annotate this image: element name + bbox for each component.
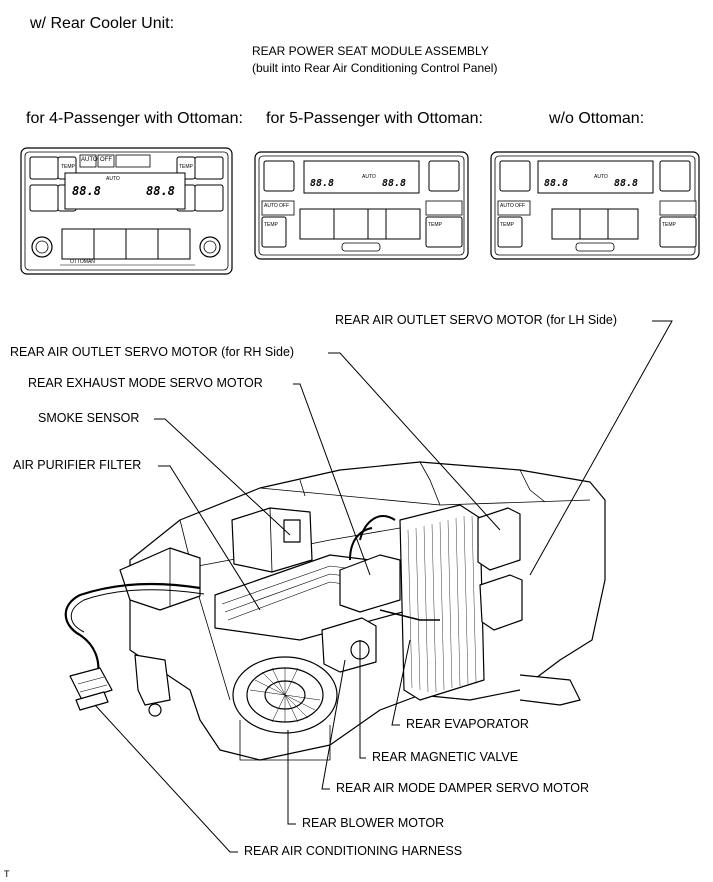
callout-evaporator: REAR EVAPORATOR	[406, 717, 529, 731]
callout-exhaust-servo: REAR EXHAUST MODE SERVO MOTOR	[28, 376, 263, 390]
assembly-note: (built into Rear Air Conditioning Contro…	[252, 61, 498, 75]
lcd-auto: AUTO	[106, 176, 120, 182]
control-panel-5-passenger: AUTO OFF TEMP TEMP 88.8 88.8 AUTO	[254, 151, 469, 260]
control-panel-4-passenger: AUTO OFF TEMP TEMP 88.8 88.8 AUTO OTTOMA…	[20, 147, 233, 275]
lcd-temp-right: 88.8	[382, 178, 407, 189]
panel-outline	[490, 151, 700, 260]
callout-blower-motor: REAR BLOWER MOTOR	[302, 816, 445, 830]
callout-air-filter: AIR PURIFIER FILTER	[13, 458, 142, 472]
leader-magnetic-valve	[359, 640, 366, 759]
lcd-temp-right: 88.8	[146, 184, 175, 198]
diagram-title: w/ Rear Cooler Unit:	[30, 15, 175, 32]
temp-label-right: TEMP	[179, 164, 193, 170]
auto-button[interactable]: AUTO	[500, 203, 514, 209]
callout-mode-damper-servo: REAR AIR MODE DAMPER SERVO MOTOR	[336, 781, 590, 795]
panel-caption-no-ottoman: w/o Ottoman:	[549, 110, 645, 127]
temp-label-left: TEMP	[61, 164, 75, 170]
lcd-auto: AUTO	[362, 174, 376, 180]
temp-label-right: TEMP	[662, 222, 676, 228]
panel-outline	[20, 147, 233, 275]
lcd-temp-left: 88.8	[544, 178, 569, 189]
ottoman-label: OTTOMAN	[70, 259, 95, 265]
callout-magnetic-valve: REAR MAGNETIC VALVE	[372, 750, 519, 764]
control-panel-no-ottoman: AUTO OFF TEMP TEMP 88.8 88.8 AUTO	[490, 151, 700, 260]
lcd-temp-left: 88.8	[310, 178, 335, 189]
off-button[interactable]: OFF	[279, 203, 289, 209]
auto-button[interactable]: AUTO	[264, 203, 278, 209]
leader-smoke-sensor	[154, 418, 291, 536]
off-button[interactable]: OFF	[515, 203, 525, 209]
callout-smoke-sensor: SMOKE SENSOR	[38, 411, 140, 425]
temp-label-left: TEMP	[264, 222, 278, 228]
off-button[interactable]: OFF	[100, 157, 112, 163]
leader-mode-damper-servo	[321, 659, 346, 790]
footer-mark: T	[4, 869, 10, 879]
leader-ac-harness	[94, 704, 238, 853]
panel-caption-4-passenger: for 4-Passenger with Ottoman:	[26, 110, 243, 127]
lcd-auto: AUTO	[594, 174, 608, 180]
leader-outlet-servo-lh	[529, 320, 673, 576]
callout-outlet-servo-lh: REAR AIR OUTLET SERVO MOTOR (for LH Side…	[335, 313, 618, 327]
temp-label-left: TEMP	[500, 222, 514, 228]
temp-label-right: TEMP	[428, 222, 442, 228]
assembly-name: REAR POWER SEAT MODULE ASSEMBLY	[252, 44, 489, 58]
callout-ac-harness: REAR AIR CONDITIONING HARNESS	[244, 844, 463, 858]
lcd-temp-right: 88.8	[614, 178, 639, 189]
panel-outline	[254, 151, 469, 260]
leader-blower-motor	[287, 730, 296, 825]
leader-air-filter	[158, 465, 261, 611]
panel-caption-5-passenger: for 5-Passenger with Ottoman:	[266, 110, 483, 127]
auto-button[interactable]: AUTO	[81, 157, 98, 163]
leader-exhaust-servo	[293, 383, 371, 576]
lcd-temp-left: 88.8	[72, 184, 101, 198]
leader-outlet-servo-rh	[328, 352, 501, 531]
leader-evaporator	[391, 639, 411, 726]
callout-outlet-servo-rh: REAR AIR OUTLET SERVO MOTOR (for RH Side…	[10, 345, 295, 359]
